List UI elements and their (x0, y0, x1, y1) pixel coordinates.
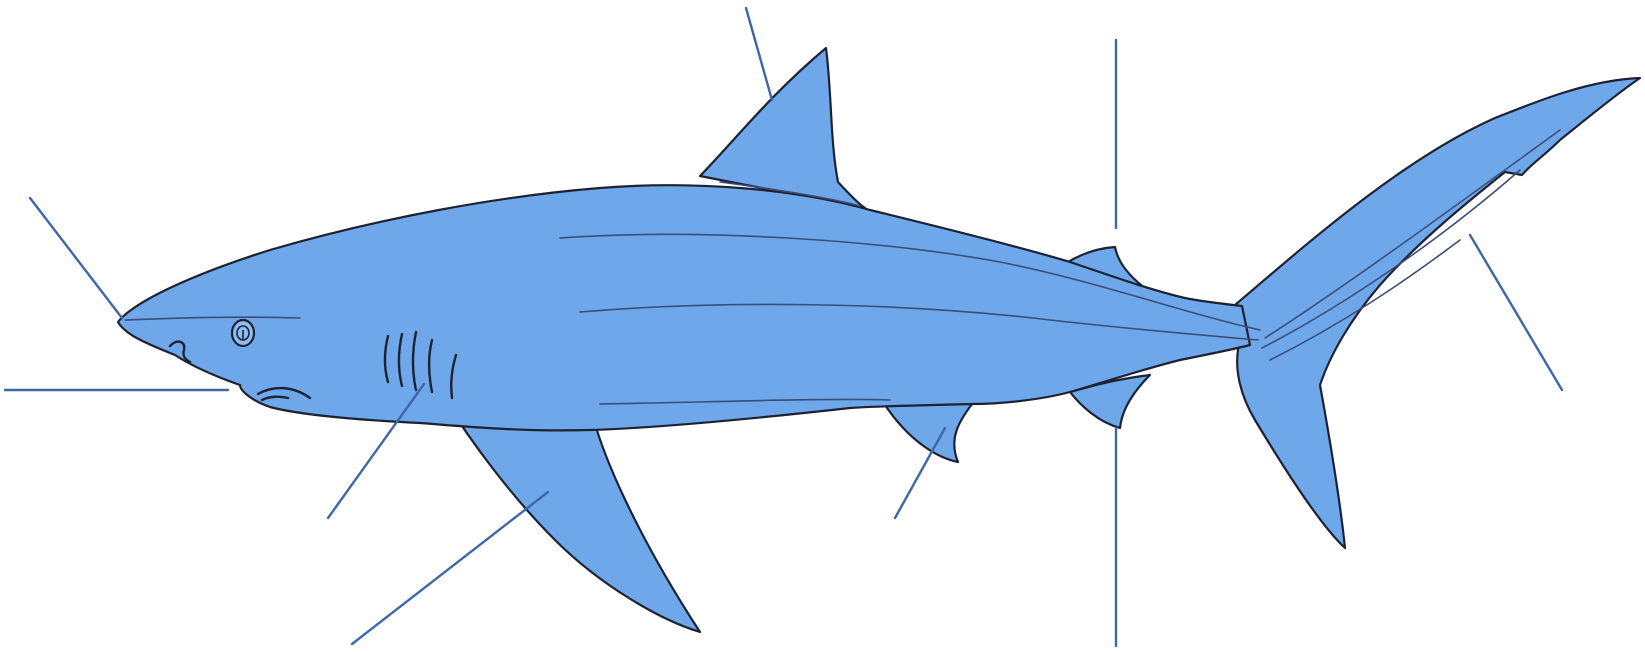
leader-first-dorsal-fin (746, 8, 772, 100)
first-dorsal-fin (700, 48, 865, 208)
leader-snout (30, 198, 122, 318)
pelvic-fin (885, 400, 972, 462)
leader-caudal-fin (1470, 235, 1562, 390)
caudal-fin (1235, 78, 1640, 548)
leader-pectoral-fin (352, 492, 548, 644)
eye-icon (232, 320, 254, 346)
